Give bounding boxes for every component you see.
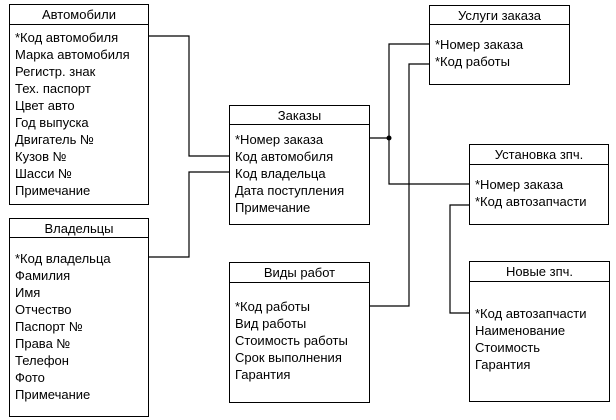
entity-field: Гарантия <box>235 367 291 382</box>
entity-title: Виды работ <box>230 263 369 283</box>
entity-field: Код владельца <box>235 166 326 181</box>
entity-field: Двигатель № <box>15 132 94 147</box>
entity-field: Кузов № <box>15 149 67 164</box>
entity-field: Срок выполнения <box>235 350 342 365</box>
entity-title: Владельцы <box>10 219 148 238</box>
entity-field: Фамилия <box>15 268 71 283</box>
entity-field: Фото <box>15 370 45 385</box>
entity-field: Гарантия <box>475 357 531 372</box>
entity-field: Имя <box>15 285 41 300</box>
entity-ustanovka-zpch: Установка зпч. *Номер заказа *Код автозап… <box>469 144 609 225</box>
entity-field: *Код владельца <box>15 251 111 266</box>
entity-field: Паспорт № <box>15 319 83 334</box>
entity-field: Марка автомобиля <box>15 47 130 62</box>
entity-field: Права № <box>15 336 71 351</box>
entity-field: *Код работы <box>235 299 310 314</box>
entity-field: Цвет авто <box>15 98 75 113</box>
entity-field: *Код автозапчасти <box>475 194 587 209</box>
entity-field: Код автомобиля <box>235 149 334 164</box>
entity-field: Регистр. знак <box>15 64 96 79</box>
entity-field: Год выпуска <box>15 115 89 130</box>
entity-field: *Номер заказа <box>235 132 324 147</box>
entity-field: Примечание <box>15 183 91 198</box>
entity-field: Примечание <box>15 387 91 402</box>
entity-title: Новые зпч. <box>470 262 609 282</box>
entity-field: Дата поступления <box>235 183 345 198</box>
entity-field: *Номер заказа <box>475 177 564 192</box>
entity-field: *Код автомобиля <box>15 30 119 45</box>
entity-field: Телефон <box>15 353 69 368</box>
field-list: *Номер заказа *Код работы <box>430 25 569 70</box>
entity-field: Тех. паспорт <box>15 81 91 96</box>
entity-field: Вид работы <box>235 316 307 331</box>
junction-dot <box>386 135 392 141</box>
link-vladeltsy-zakazy <box>149 171 229 258</box>
entity-field: Наименование <box>475 323 566 338</box>
entity-title: Автомобили <box>10 5 148 25</box>
entity-field: Стоимость <box>475 340 541 355</box>
link-avtomobili-zakazy <box>149 35 229 157</box>
entity-field: Шасси № <box>15 166 72 181</box>
entity-title: Заказы <box>230 106 369 125</box>
field-list: *Номер заказа *Код автозапчасти <box>470 165 608 210</box>
link-novye-ustanovka <box>449 204 469 314</box>
entity-field: Примечание <box>235 200 311 215</box>
entity-field: *Код автозапчасти <box>475 306 587 321</box>
entity-field: *Код работы <box>435 54 510 69</box>
link-vidy-uslugi <box>369 63 429 307</box>
entity-title: Установка зпч. <box>470 145 608 165</box>
entity-field: *Номер заказа <box>435 37 524 52</box>
entity-field: Стоимость работы <box>235 333 348 348</box>
entity-title: Услуги заказа <box>430 6 569 25</box>
entity-field: Отчество <box>15 302 72 317</box>
link-uslugi-ustanovka-nomer <box>388 43 469 185</box>
entity-uslugi-zakaza: Услуги заказа *Номер заказа *Код работы <box>429 5 570 85</box>
